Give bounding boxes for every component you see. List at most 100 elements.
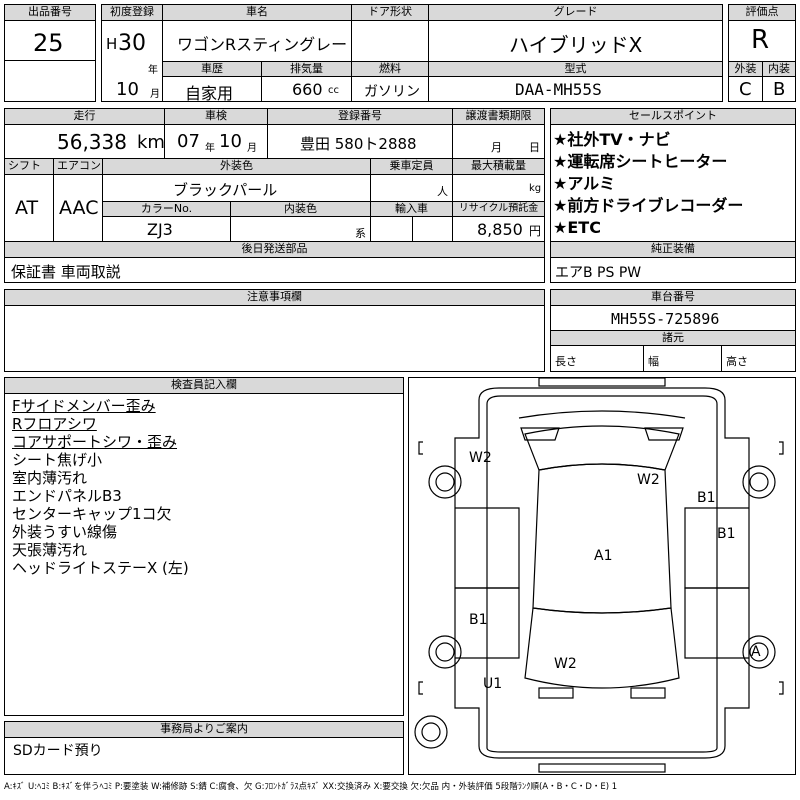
car-body-outline <box>454 387 750 759</box>
inspector-note-item: 外装うすい線傷 <box>12 523 118 541</box>
model-value: DAA-MH55S <box>515 80 602 99</box>
score-header: 評価点 <box>728 4 796 21</box>
recycle-unit: 円 <box>529 224 542 238</box>
color-no-header: カラーNo. <box>102 201 231 217</box>
displacement-value: 660 <box>292 80 323 99</box>
specs-width-cell: 幅 <box>643 345 722 372</box>
month-value: 10 <box>116 79 139 100</box>
int-color-cell: 系 <box>230 216 371 242</box>
shift-cell: AT <box>4 174 54 242</box>
wheel-front-left-inner <box>435 472 455 492</box>
damage-diagram-panel: W2 W2 B1 B1 A1 B1 A W2 U1 <box>408 377 796 775</box>
color-no-cell: ZJ3 <box>102 216 231 242</box>
mileage-header: 走行 <box>4 108 165 125</box>
inspector-note-item: ヘッドライトステーX (左) <box>12 559 189 577</box>
office-cell: SDカード預り <box>4 737 404 775</box>
chassis-no-value: MH55S-725896 <box>611 310 720 328</box>
sales-point-item: ★運転席シートヒーター <box>553 152 728 171</box>
history-header: 車歴 <box>162 61 262 77</box>
ext-color-header: 外装色 <box>102 158 371 175</box>
damage-mark: U1 <box>483 676 503 692</box>
int-color-header: 内装色 <box>230 201 371 217</box>
shift-header: シフト <box>4 158 54 175</box>
damage-mark: W2 <box>469 450 492 466</box>
inspector-header: 検査員記入欄 <box>4 377 404 394</box>
recycle-value: 8,850 <box>477 220 523 239</box>
inspector-note-item: シート焦げ小 <box>12 451 103 469</box>
sales-points-list: ★社外TV・ナビ ★運転席シートヒーター ★アルミ ★前方ドライブレコーダー ★… <box>550 124 796 242</box>
hood <box>518 410 686 419</box>
inspector-note-item: エンドパネルB3 <box>12 487 122 505</box>
capacity-cell: 人 <box>370 174 453 202</box>
fuel-value: ガソリン <box>364 84 420 100</box>
exterior-score-value: C <box>739 79 752 100</box>
headlight-left <box>520 427 560 441</box>
mirror-left <box>418 441 423 455</box>
genuine-equip-cell: エアB PS PW <box>550 257 796 283</box>
sales-point-item: ★アルミ <box>553 174 616 193</box>
ext-color-value: ブラックパール <box>173 181 278 199</box>
import-header: 輸入車 <box>370 201 453 217</box>
max-load-header: 最大積載量 <box>452 158 545 175</box>
inspection-month-unit: 月 <box>247 143 257 154</box>
recycle-header: リサイクル預託金 <box>452 201 545 217</box>
model-header: 型式 <box>428 61 723 77</box>
interior-header: 内装 <box>762 61 796 77</box>
car-name-cell: ワゴンRスティングレー <box>162 20 352 62</box>
reg-no-header: 登録番号 <box>267 108 453 125</box>
rear-lamp-left <box>538 687 574 699</box>
mileage-unit: km <box>137 132 165 153</box>
shift-value: AT <box>15 197 39 219</box>
sales-point-item: ★前方ドライブレコーダー <box>553 196 744 215</box>
inspection-month-value: 10 <box>219 131 242 152</box>
inspector-note-item: コアサポートシワ・歪み <box>12 433 178 451</box>
later-parts-value: 保証書 車両取説 <box>11 263 121 281</box>
aircon-header: エアコン <box>53 158 103 175</box>
specs-width-label: 幅 <box>648 355 659 368</box>
damage-mark: W2 <box>554 656 577 672</box>
later-parts-header: 後日発送部品 <box>4 241 545 258</box>
transfer-month-unit: 月 <box>491 141 502 154</box>
exterior-header: 外装 <box>728 61 763 77</box>
inspection-year-value: 07 <box>177 131 200 152</box>
door-cell <box>351 20 429 62</box>
capacity-unit: 人 <box>437 185 448 198</box>
wheel-front-right <box>742 465 776 499</box>
int-color-unit: 系 <box>355 227 366 240</box>
era-value: H <box>106 35 118 53</box>
inspection-cell: 07 年 10 月 <box>164 124 268 159</box>
damage-mark: A <box>751 644 761 660</box>
grade-cell: ハイブリッドX <box>428 20 723 62</box>
car-diagram <box>414 378 784 773</box>
car-body-inner <box>486 395 718 753</box>
recycle-cell: 8,850 円 <box>452 216 545 242</box>
sales-points-header: セールスポイント <box>550 108 796 125</box>
history-cell: 自家用 <box>162 76 262 102</box>
notes-cell <box>4 305 545 372</box>
later-parts-cell: 保証書 車両取説 <box>4 257 545 283</box>
genuine-equip-header: 純正装備 <box>550 241 796 258</box>
wheel-rear-right-inner <box>749 642 769 662</box>
inspector-note-item: Rフロアシワ <box>12 415 97 433</box>
spare-wheel <box>414 715 448 749</box>
lot-no-divider <box>4 60 96 61</box>
legend-footer: A:ｷｽﾞ U:ﾍｺﾐ B:ｷｽﾞを伴うﾍｺﾐ P:要塗装 W:補修跡 S:錆 … <box>4 782 618 792</box>
genuine-equip-value: エアB PS PW <box>555 265 642 281</box>
bracket-right-rear <box>779 681 784 695</box>
transfer-cell: 月 日 <box>452 124 545 159</box>
damage-mark: W2 <box>637 472 660 488</box>
max-load-unit: kg <box>529 183 542 194</box>
first-reg-cell: H 30 年 10 月 <box>101 20 163 102</box>
model-cell: DAA-MH55S <box>428 76 723 102</box>
import-cell <box>370 216 453 242</box>
bracket-left-rear <box>418 681 423 695</box>
aircon-cell: AAC <box>53 174 103 242</box>
wheel-front-left <box>428 465 462 499</box>
month-unit: 月 <box>150 89 160 100</box>
interior-cell: B <box>762 76 796 102</box>
damage-mark: B1 <box>717 526 736 542</box>
inspector-notes-list: Fサイドメンバー歪み Rフロアシワ コアサポートシワ・歪み シート焦げ小 室内薄… <box>4 393 404 716</box>
spare-wheel-inner <box>421 722 441 742</box>
import-divider <box>412 217 413 241</box>
wheel-rear-right <box>742 635 776 669</box>
